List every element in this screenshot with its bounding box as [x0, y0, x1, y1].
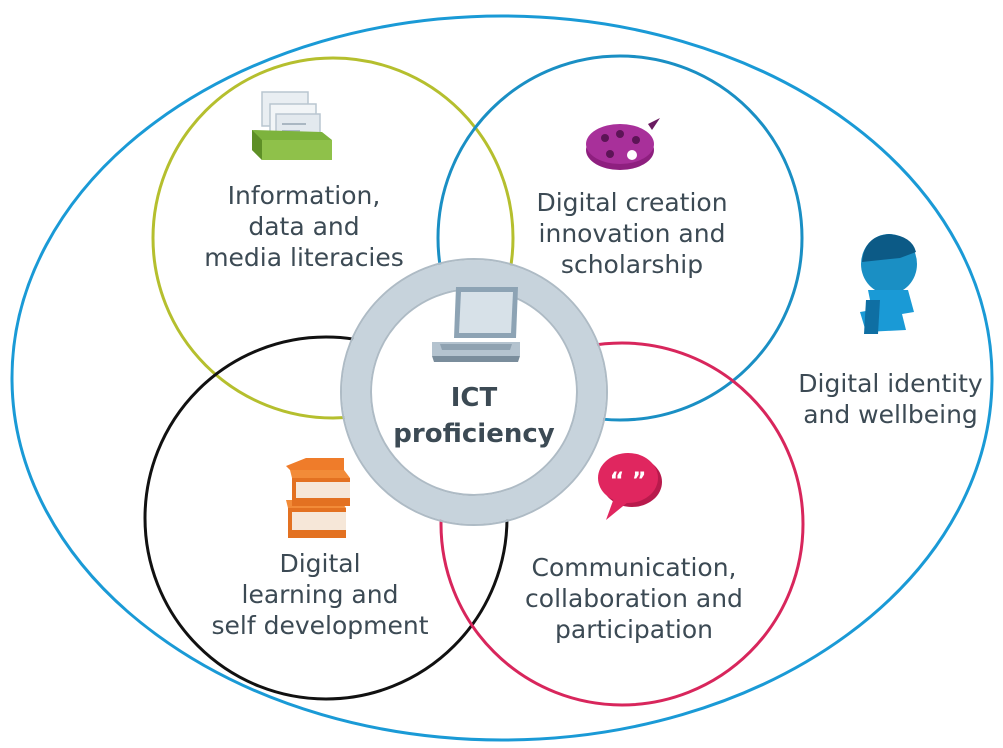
- label-learning: Digital learning and self development: [211, 549, 429, 640]
- outer-ellipse: [10, 14, 994, 742]
- svg-text:“ ”: “ ”: [610, 469, 647, 494]
- paint-palette-icon: [586, 118, 660, 170]
- label-creation: Digital creation innovation and scholars…: [536, 188, 728, 279]
- person-profile-icon: [860, 234, 917, 334]
- label-identity: Digital identity and wellbeing: [798, 369, 983, 429]
- circle-information: [151, 56, 515, 420]
- circle-creation: [436, 54, 804, 422]
- card-file-icon: [252, 91, 332, 160]
- core-ring-outer-edge: [340, 258, 608, 526]
- speech-bubble-icon: “ ”: [598, 453, 662, 520]
- circle-communication: [439, 341, 805, 707]
- label-information: Information, data and media literacies: [204, 181, 404, 272]
- label-core: ICT proficiency: [393, 383, 555, 449]
- book-stack-icon: [286, 458, 350, 538]
- core-ring: [342, 260, 606, 524]
- label-communication: Communication, collaboration and partici…: [525, 553, 743, 644]
- laptop-icon: [432, 287, 520, 362]
